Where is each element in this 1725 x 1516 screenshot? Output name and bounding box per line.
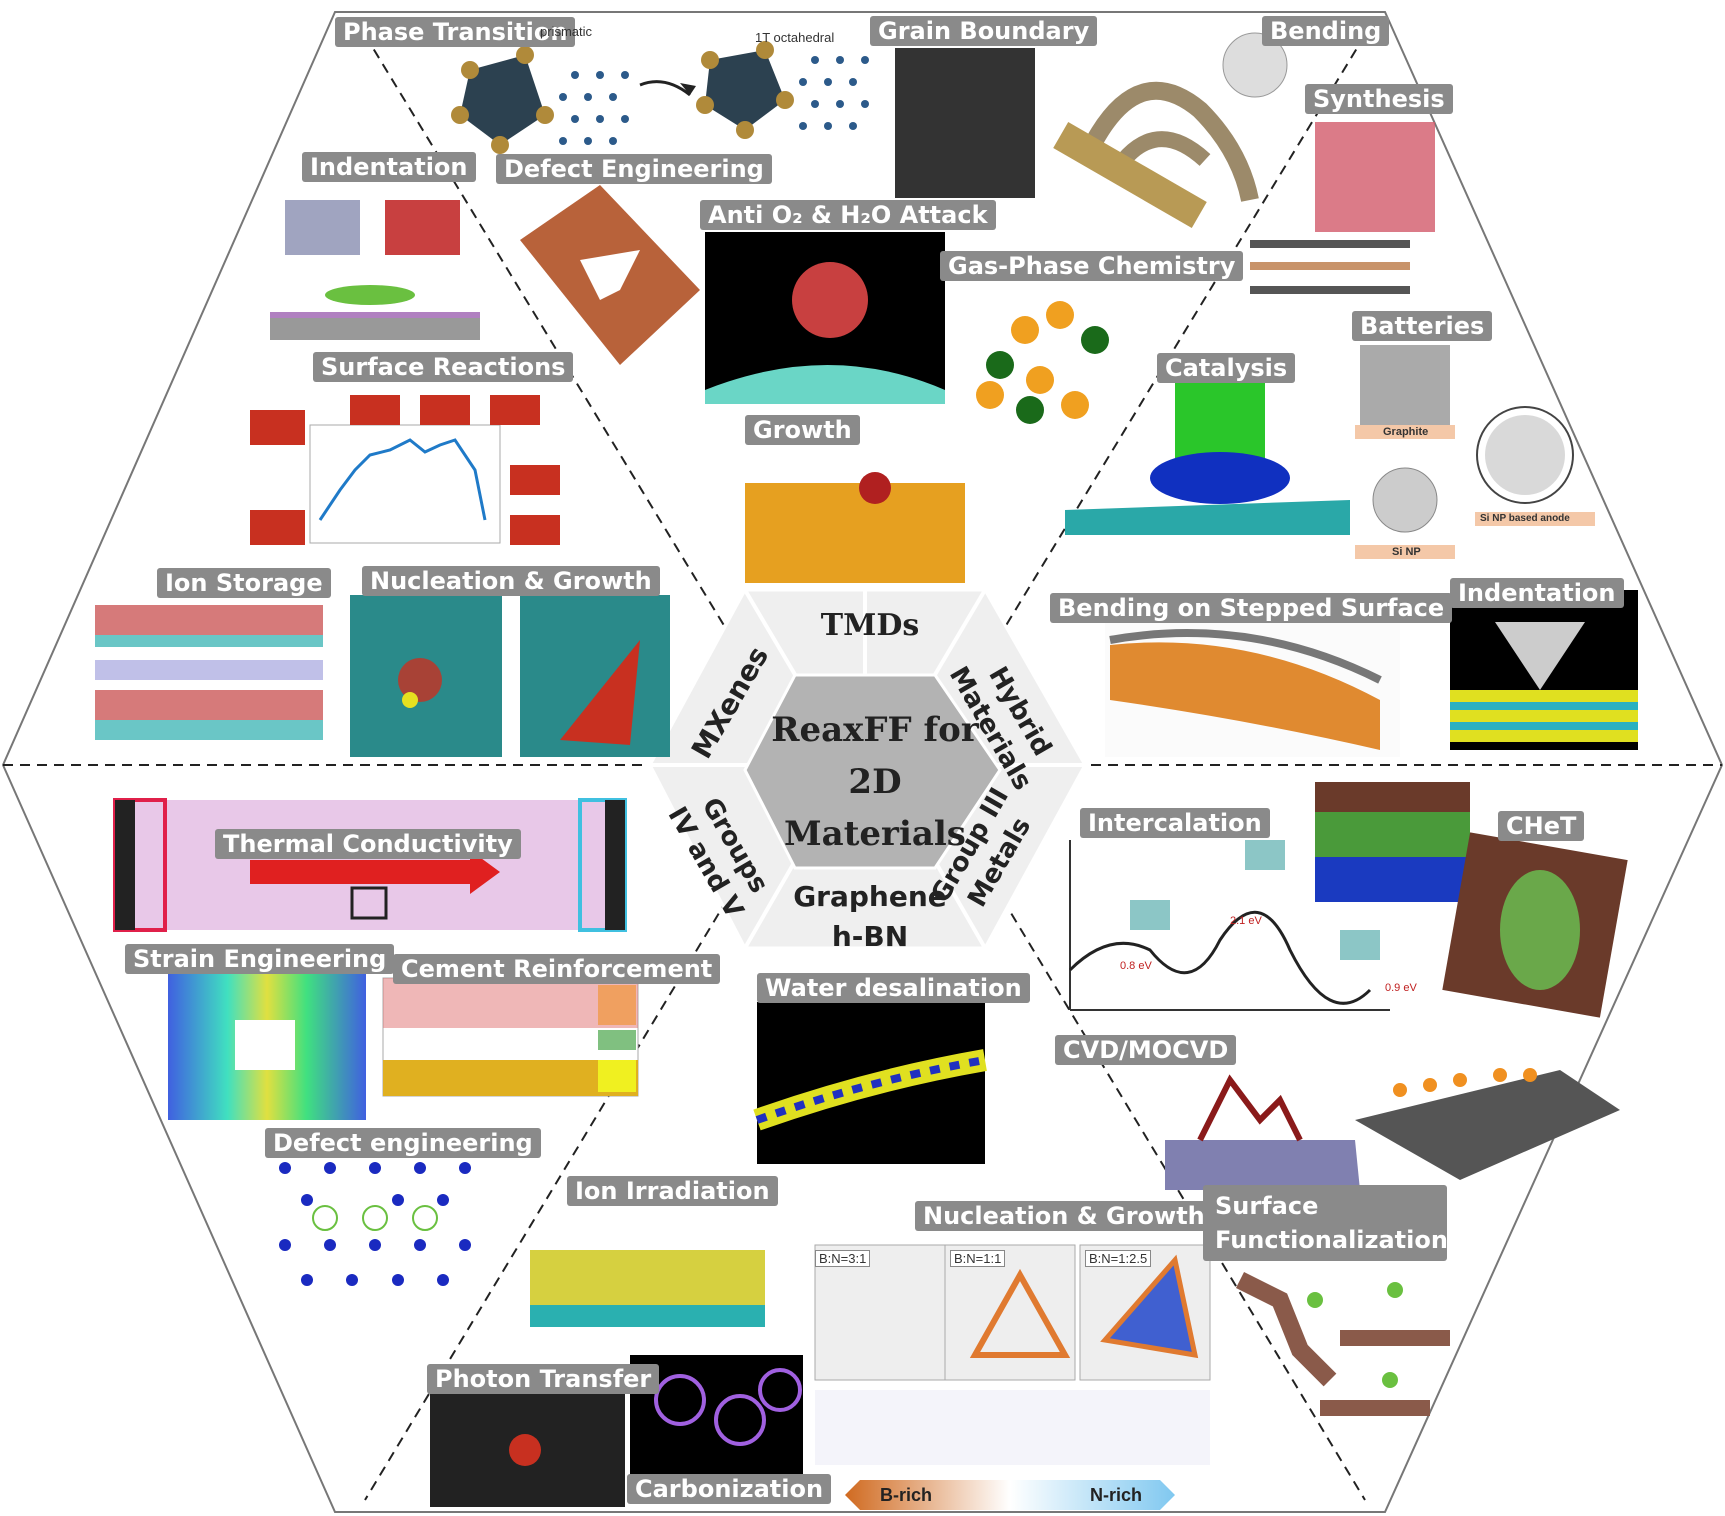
text-energy-1: 2.1 eV (1230, 915, 1262, 927)
text-graphite: Graphite (1383, 426, 1429, 438)
label-grain-boundary: Grain Boundary (870, 16, 1098, 46)
synthesis-image (1315, 122, 1435, 232)
cement-reinforcement-image (382, 977, 639, 1097)
catalysis-image (1065, 370, 1350, 535)
text-n-rich: N-rich (1090, 1485, 1143, 1505)
layered-image (1315, 782, 1470, 907)
label-surface-func-line2: Functionalization (1215, 1226, 1448, 1254)
grain-boundary-image (895, 48, 1035, 198)
label-bending: Bending (1262, 16, 1390, 46)
label-gas-phase: Gas-Phase Chemistry (940, 251, 1244, 281)
text-si-np: Si NP (1392, 546, 1421, 558)
text-si-anode: Si NP based anode (1480, 513, 1570, 524)
surface-functionalization-image (1235, 1271, 1450, 1416)
center-title-line1: ReaxFF for (771, 710, 979, 750)
center-hexagon (743, 673, 1002, 870)
segment-tmds: TMDs (820, 608, 920, 643)
label-bending-stepped: Bending on Stepped Surface (1050, 593, 1453, 623)
label-nucleation-growth-bottom: Nucleation & Growth (915, 1201, 1213, 1231)
thermal-conductivity-image (113, 798, 627, 932)
text-energy-2: 0.8 eV (1120, 960, 1152, 972)
label-photon-transfer: Photon Transfer (427, 1364, 660, 1394)
ion-storage-image (95, 600, 323, 745)
label-cvd: CVD/MOCVD (1055, 1035, 1237, 1065)
label-surface-reactions: Surface Reactions (313, 352, 574, 382)
segment-graphene: Graphene (793, 880, 947, 913)
label-defect-engineering-bottom: Defect engineering (265, 1128, 541, 1158)
label-anti-attack: Anti O₂ & H₂O Attack (700, 200, 996, 230)
label-thermal-conductivity: Thermal Conductivity (215, 829, 521, 859)
lattice-dots-1 (559, 71, 629, 145)
nucleation-growth-bottom-image (814, 1244, 1211, 1510)
label-nucleation-growth-top: Nucleation & Growth (362, 566, 660, 596)
gas-phase-image (976, 301, 1109, 424)
phase-transition-image (451, 41, 794, 154)
segment-hbn: h-BN (831, 920, 909, 953)
bending-image (1053, 32, 1288, 228)
cvd-image (1165, 1068, 1620, 1190)
strain-engineering-image (168, 970, 366, 1120)
divider-diag-4 (984, 869, 1366, 1501)
intercalation-image (1068, 840, 1390, 1011)
label-ion-storage: Ion Storage (157, 568, 331, 598)
label-batteries: Batteries (1352, 311, 1493, 341)
batteries-image (1355, 345, 1595, 559)
photon-transfer-image (430, 1390, 625, 1507)
bending-stepped-image (1105, 622, 1400, 757)
center-title-line2: 2D (848, 762, 902, 802)
text-octahedral: 1T octahedral (755, 30, 835, 45)
divider-diag-2 (984, 34, 1366, 661)
water-desalination-image (753, 1002, 987, 1164)
label-indentation-tl: Indentation (302, 152, 476, 182)
label-strain-engineering: Strain Engineering (125, 944, 395, 974)
label-synthesis: Synthesis (1305, 84, 1453, 114)
label-growth: Growth (745, 415, 860, 445)
label-phase-transition: Phase Transition (335, 17, 576, 47)
text-b-rich: B-rich (880, 1485, 933, 1505)
indentation-tl-image (270, 200, 480, 340)
label-surface-func-line1: Surface (1215, 1192, 1319, 1220)
text-energy-3: 0.9 eV (1385, 982, 1417, 994)
label-carbonization: Carbonization (627, 1474, 832, 1504)
label-catalysis: Catalysis (1157, 353, 1296, 383)
text-bn-ratio-3: B:N=1:2.5 (1085, 1250, 1152, 1267)
text-prismatic: prismatic (540, 24, 593, 39)
divider-diag-1 (364, 34, 746, 661)
surface-reactions-image (250, 395, 560, 545)
lattice-dots-2 (799, 56, 869, 130)
text-bn-ratio-2: B:N=1:1 (950, 1250, 1006, 1267)
label-cement-reinforcement: Cement Reinforcement (393, 954, 721, 984)
label-surface-functionalization: Surface Functionalization (1203, 1185, 1448, 1261)
text-bn-ratio-1: B:N=3:1 (815, 1250, 871, 1267)
label-ion-irradiation: Ion Irradiation (567, 1176, 778, 1206)
label-indentation-r: Indentation (1450, 578, 1624, 608)
label-chet: CHeT (1498, 811, 1585, 841)
indentation-r-image (1450, 590, 1638, 750)
center-title-line3: Materials (784, 814, 966, 854)
label-defect-engineering-top: Defect Engineering (496, 154, 772, 184)
label-intercalation: Intercalation (1080, 808, 1270, 838)
label-water-desalination: Water desalination (757, 973, 1030, 1003)
defect-engineering-bottom-image (279, 1162, 471, 1286)
ion-irradiation-image (530, 1250, 765, 1327)
